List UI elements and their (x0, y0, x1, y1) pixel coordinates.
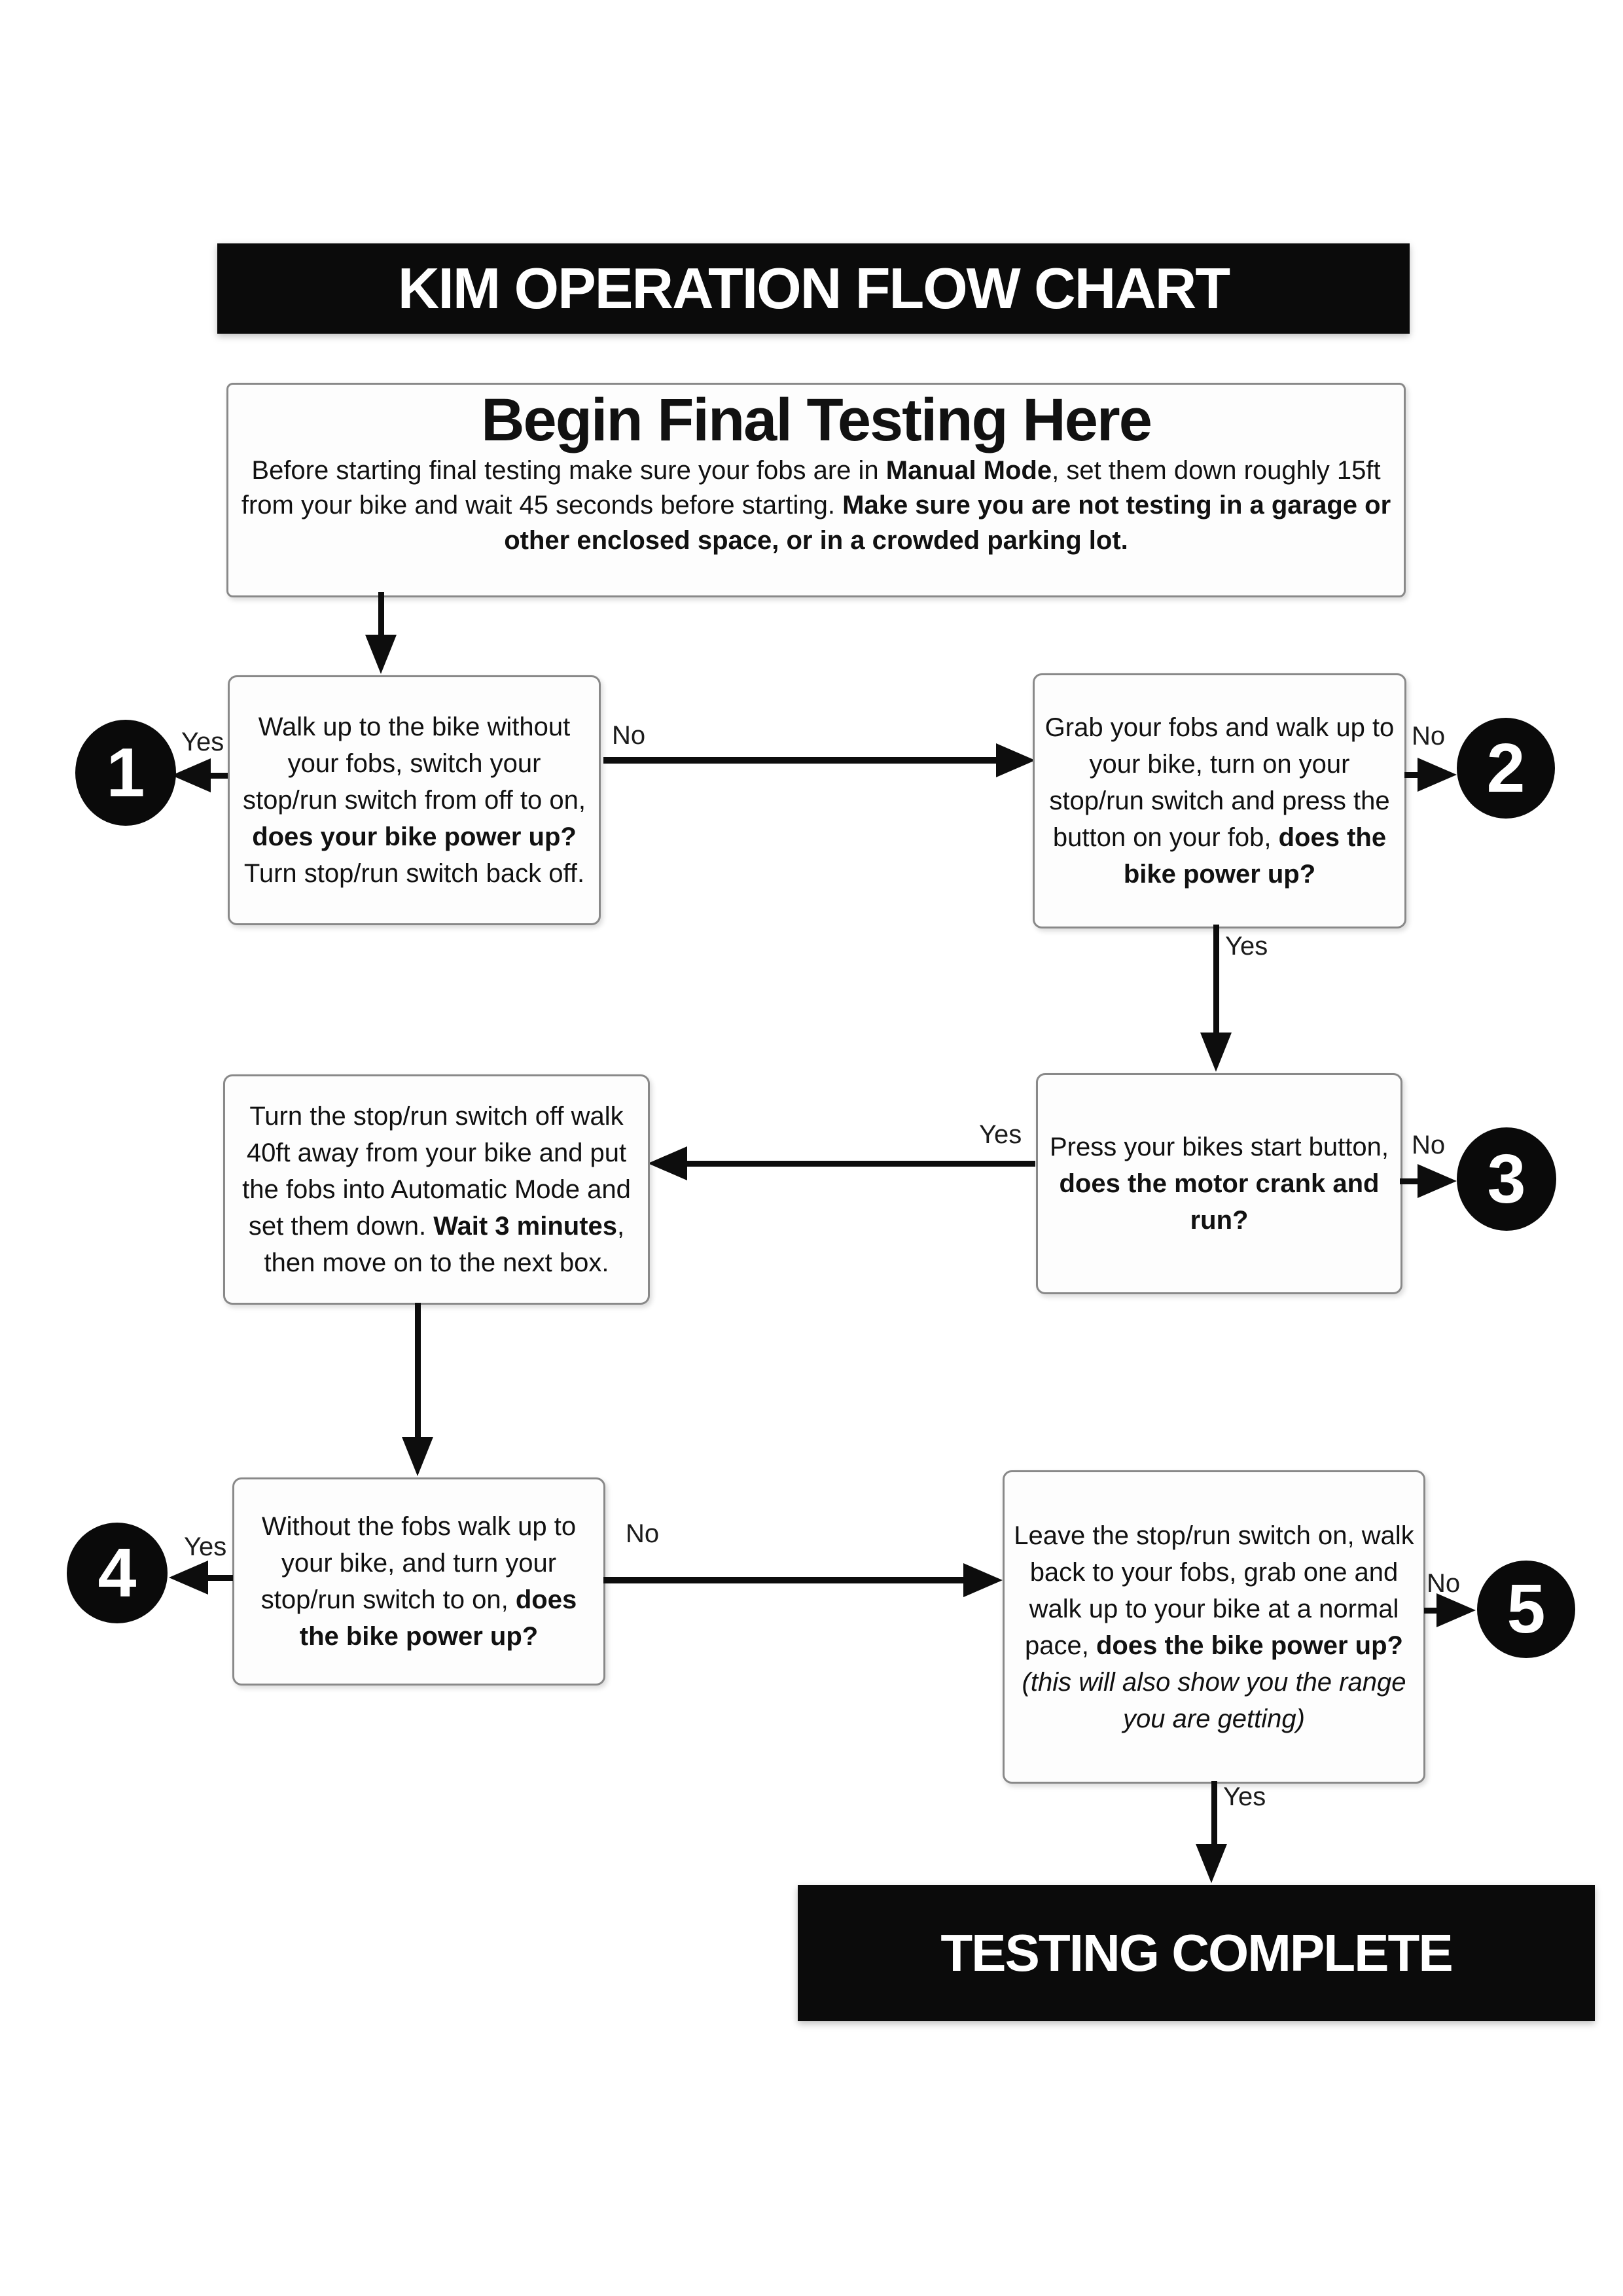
chart-title-bar: KIM OPERATION FLOW CHART (217, 243, 1410, 334)
arrow-head-step2-no (1418, 758, 1457, 792)
endpoint-number: 5 (1507, 1570, 1546, 1648)
edge-label-yes: Yes (1223, 1782, 1266, 1811)
arrow-head-step3-next (402, 1437, 433, 1476)
endpoint-circle-3: 3 (1457, 1127, 1556, 1231)
step-box-walk-without-fobs: Walk up to the bike without your fobs, s… (228, 675, 601, 925)
edge-label-no: No (612, 721, 646, 750)
step-box-without-fobs: Without the fobs walk up to your bike, a… (232, 1477, 605, 1686)
arrow-line-step1-yes (203, 773, 228, 779)
arrow-line-step5-yes (200, 1575, 233, 1581)
edge-label-yes: Yes (979, 1120, 1022, 1149)
endpoint-circle-5: 5 (1477, 1561, 1575, 1658)
testing-complete-bar: TESTING COMPLETE (798, 1885, 1595, 2021)
arrow-head-step4-no (1418, 1164, 1457, 1198)
edge-label-yes: Yes (181, 728, 224, 756)
endpoint-circle-1: 1 (75, 720, 176, 826)
arrow-head-step1-yes (171, 758, 211, 792)
step-text: Without the fobs walk up to your bike, a… (260, 1512, 577, 1651)
arrow-head-step6-no (1436, 1593, 1476, 1627)
arrow-line-step6-no (1424, 1608, 1446, 1614)
step-text: Leave the stop/run switch on, walk back … (1014, 1521, 1414, 1733)
step-text: Walk up to the bike without your fobs, s… (243, 713, 586, 888)
arrow-head-step1-no (996, 743, 1035, 777)
edge-label-yes: Yes (184, 1532, 227, 1561)
arrow-line-begin-to-step1 (378, 592, 384, 639)
arrow-head-step4-yes (648, 1146, 687, 1180)
endpoint-circle-2: 2 (1457, 718, 1555, 819)
step-text: Grab your fobs and walk up to your bike,… (1044, 713, 1395, 889)
edge-label-no: No (1412, 1131, 1446, 1159)
arrow-line-step4-yes (677, 1161, 1035, 1167)
step-text: Press your bikes start button, does the … (1049, 1133, 1389, 1235)
step-box-grab-fobs: Grab your fobs and walk up to your bike,… (1033, 673, 1406, 928)
testing-complete-label: TESTING COMPLETE (940, 1924, 1453, 1982)
arrow-head-step5-yes (169, 1561, 208, 1595)
step-box-press-start: Press your bikes start button, does the … (1036, 1073, 1402, 1294)
step-text: Turn the stop/run switch off walk 40ft a… (242, 1102, 631, 1277)
arrow-line-step6-yes (1211, 1781, 1217, 1846)
arrow-head-step5-no (963, 1563, 1003, 1597)
chart-title: KIM OPERATION FLOW CHART (397, 256, 1230, 321)
endpoint-number: 4 (98, 1534, 137, 1612)
begin-heading: Begin Final Testing Here (481, 387, 1152, 453)
endpoint-number: 2 (1486, 729, 1525, 807)
edge-label-no: No (1427, 1569, 1461, 1598)
edge-label-no: No (626, 1519, 660, 1548)
step-box-turn-switch-off: Turn the stop/run switch off walk 40ft a… (223, 1074, 650, 1305)
arrow-line-step1-no (603, 757, 999, 764)
endpoint-number: 3 (1487, 1140, 1526, 1218)
arrow-line-step3-next (415, 1303, 421, 1440)
edge-label-yes: Yes (1225, 932, 1268, 961)
arrow-line-step5-no (603, 1577, 967, 1583)
begin-box: Begin Final Testing Here Before starting… (226, 383, 1406, 597)
endpoint-circle-4: 4 (67, 1523, 168, 1623)
edge-label-no: No (1412, 722, 1446, 751)
arrow-head-step6-yes (1196, 1844, 1227, 1883)
step-box-leave-switch-on: Leave the stop/run switch on, walk back … (1003, 1470, 1425, 1784)
arrow-line-step2-yes (1213, 925, 1219, 1036)
arrow-line-step4-no (1400, 1178, 1429, 1184)
arrow-head-begin-to-step1 (365, 635, 397, 674)
begin-body-text: Before starting final testing make sure … (241, 455, 1391, 555)
arrow-head-step2-yes (1200, 1033, 1232, 1072)
endpoint-number: 1 (106, 733, 145, 811)
